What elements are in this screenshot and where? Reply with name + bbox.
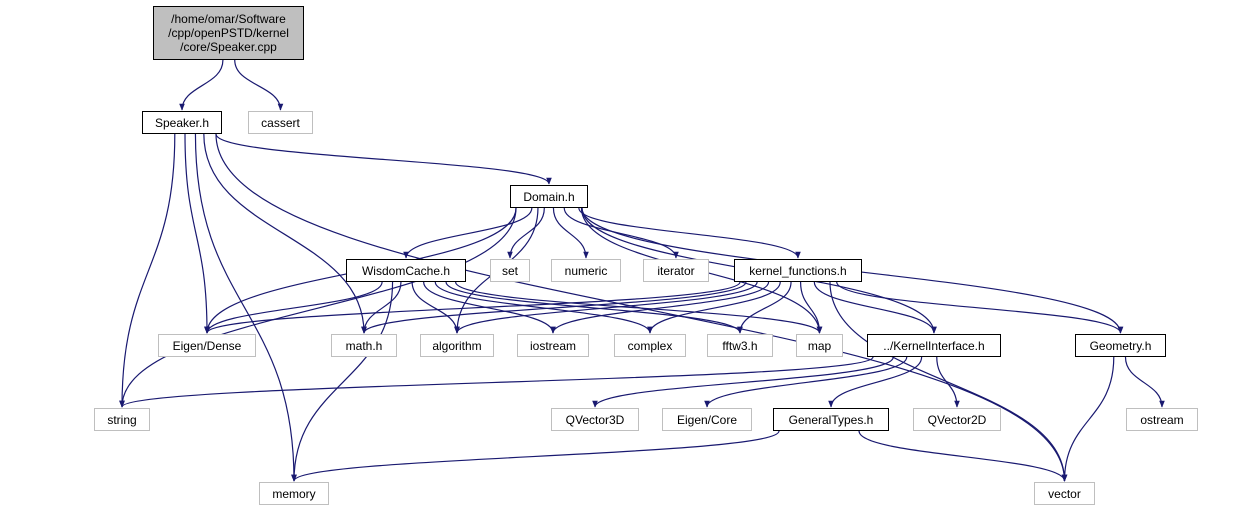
node-qvector3d: QVector3D [551, 408, 639, 431]
edge-kernelinterface_h-to-string [119, 356, 874, 408]
node-iostream: iostream [517, 334, 589, 357]
node-eigen-core: Eigen/Core [662, 408, 752, 431]
edge-wisdomcache_h-to-eigen_dense [204, 281, 383, 334]
edge-geometry_h-to-vector [1061, 356, 1115, 482]
edge-kernel_functions_h-to-map [799, 281, 823, 334]
edge-generaltypes_h-to-memory [291, 430, 780, 482]
edge-kernel_functions_h-to-fftw3_h [737, 281, 792, 334]
edge-wisdomcache_h-to-iostream [423, 281, 556, 334]
node-line: /home/omar/Software [171, 12, 286, 26]
edge-kernel_functions_h-to-eigen_dense [204, 281, 741, 334]
edge-domain_h-to-wisdomcache_h [403, 207, 533, 259]
edge-kernelinterface_h-to-qvector2d [936, 356, 960, 408]
edge-speaker_h-to-eigen_dense [184, 133, 210, 334]
node-kernel-functions-h[interactable]: kernel_functions.h [734, 259, 862, 282]
edge-kernel_functions_h-to-geometry_h [836, 281, 1124, 334]
node-set: set [490, 259, 530, 282]
edge-wisdomcache_h-to-map [455, 281, 823, 334]
edge-wisdomcache_h-to-fftw3_h [445, 281, 743, 334]
node-qvector2d: QVector2D [913, 408, 1001, 431]
edge-domain_h-to-string [119, 207, 517, 408]
node-line: /cpp/openPSTD/kernel [168, 26, 289, 40]
node-kernelinterface-h[interactable]: ../KernelInterface.h [867, 334, 1001, 357]
node-memory: memory [259, 482, 329, 505]
node-line: /core/Speaker.cpp [180, 40, 277, 54]
edge-root-to-cassert [234, 59, 284, 111]
node-generaltypes-h[interactable]: GeneralTypes.h [773, 408, 889, 431]
edge-speaker_h-to-string [119, 133, 176, 408]
node-iterator: iterator [643, 259, 709, 282]
edge-domain_h-to-set [507, 207, 545, 259]
node-numeric: numeric [551, 259, 621, 282]
edge-domain_h-to-numeric [552, 207, 589, 259]
edge-wisdomcache_h-to-math_h [361, 281, 402, 334]
node-eigen-dense: Eigen/Dense [158, 334, 256, 357]
node-math-h: math.h [331, 334, 397, 357]
node-algorithm: algorithm [420, 334, 494, 357]
node-vector: vector [1034, 482, 1095, 505]
node-speaker-h[interactable]: Speaker.h [142, 111, 222, 134]
node-fftw3-h: fftw3.h [707, 334, 773, 357]
edge-wisdomcache_h-to-complex [434, 281, 653, 334]
edge-kernel_functions_h-to-complex [647, 281, 781, 334]
edge-kernel_functions_h-to-kernelinterface_h [813, 281, 937, 334]
node-speaker-cpp[interactable]: /home/omar/Software /cpp/openPSTD/kernel… [153, 6, 304, 60]
node-cassert: cassert [248, 111, 313, 134]
node-complex: complex [614, 334, 686, 357]
node-ostream: ostream [1126, 408, 1198, 431]
edge-domain_h-to-iterator [563, 207, 679, 259]
edge-kernel_functions_h-to-vector [829, 281, 1068, 482]
edge-kernelinterface_h-to-eigen_core [704, 356, 908, 408]
edge-kernel_functions_h-to-iostream [550, 281, 770, 334]
node-geometry-h[interactable]: Geometry.h [1075, 334, 1166, 357]
edge-kernel_functions_h-to-algorithm [454, 281, 758, 334]
edge-generaltypes_h-to-vector [858, 430, 1068, 482]
node-wisdomcache-h[interactable]: WisdomCache.h [346, 259, 466, 282]
edge-domain_h-to-kernel_functions_h [578, 207, 801, 259]
edge-geometry_h-to-ostream [1124, 356, 1165, 408]
edge-speaker_h-to-memory [194, 133, 297, 482]
node-map: map [796, 334, 843, 357]
edge-wisdomcache_h-to-memory [291, 281, 394, 482]
node-domain-h[interactable]: Domain.h [510, 185, 588, 208]
node-string: string [94, 408, 150, 431]
edge-kernelinterface_h-to-qvector3d [592, 356, 894, 408]
edge-root-to-speaker_h [179, 59, 224, 111]
edge-kernelinterface_h-to-generaltypes_h [828, 356, 923, 408]
edge-speaker_h-to-domain_h [215, 133, 552, 185]
edge-kernel_functions_h-to-math_h [361, 281, 747, 334]
edge-wisdomcache_h-to-algorithm [411, 281, 460, 334]
